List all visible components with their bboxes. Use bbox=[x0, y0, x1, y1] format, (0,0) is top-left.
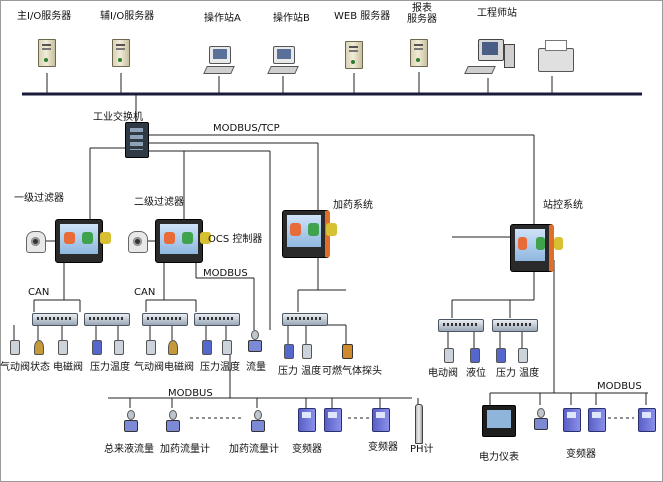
inverter-3-label: 变频器 bbox=[566, 449, 596, 460]
solenoid-valve-2-icon bbox=[168, 340, 178, 355]
main-io-server-label: 主I/O服务器 bbox=[17, 11, 72, 22]
inverter-1-icon bbox=[298, 408, 316, 432]
flowmeter-icon bbox=[248, 330, 262, 352]
primary-filter-sensor-icon bbox=[26, 231, 46, 253]
pressure-temperature-4-label: 压力 温度 bbox=[496, 368, 540, 379]
electric-valve-icon bbox=[444, 348, 454, 363]
operator-a-label: 操作站A bbox=[204, 13, 241, 24]
pneumatic-valve-status-label: 气动阀状态 bbox=[0, 362, 50, 373]
inverter-6-icon bbox=[638, 408, 656, 432]
electric-valve-label: 电动阀 bbox=[428, 368, 458, 379]
pressure-temperature-2-label: 压力温度 bbox=[200, 362, 240, 373]
inverter-5-icon bbox=[588, 408, 606, 432]
engineer-keyboard-icon bbox=[464, 66, 496, 74]
dosing-meter-2-label: 加药流量计 bbox=[229, 444, 279, 455]
report-server-label: 报表 服务器 bbox=[407, 3, 437, 25]
industrial-switch-icon bbox=[125, 122, 149, 158]
secondary-filter-sensor-icon bbox=[128, 231, 148, 253]
web-server-icon bbox=[345, 41, 363, 69]
total-flowmeter-icon bbox=[124, 410, 138, 432]
web-server-label: WEB 服务器 bbox=[334, 11, 391, 22]
substation-system-label: 站控系统 bbox=[543, 200, 583, 211]
io-module-6-icon bbox=[438, 319, 484, 332]
io-module-2-icon bbox=[84, 313, 130, 326]
dosing-meter-1-label: 加药流量计 bbox=[160, 444, 210, 455]
pressure-sensor-3-icon bbox=[202, 340, 212, 355]
dosing-system-label: 加药系统 bbox=[333, 200, 373, 211]
pressure-temperature-label: 压力温度 bbox=[90, 362, 130, 373]
operator-a-keyboard-icon bbox=[203, 66, 235, 74]
industrial-switch-label: 工业交换机 bbox=[93, 112, 143, 123]
report-server-icon bbox=[410, 39, 428, 67]
temperature-sensor-2-icon bbox=[222, 340, 232, 355]
level-sensor-icon bbox=[470, 348, 480, 363]
pressure-temperature-3-label: 压力 温度 bbox=[278, 366, 322, 377]
io-module-3-icon bbox=[142, 313, 188, 326]
pressure-sensor-5-icon bbox=[496, 348, 506, 363]
flowmeter-right-icon bbox=[534, 408, 548, 430]
modbus-bottom-label: MODBUS bbox=[168, 388, 213, 399]
solenoid-valve-icon bbox=[34, 340, 44, 355]
pressure-sensor-2-icon bbox=[92, 340, 102, 355]
dosing-flowmeter-1-icon bbox=[166, 410, 180, 432]
flow-label: 流量 bbox=[246, 362, 266, 373]
combustible-gas-probe-icon bbox=[342, 344, 353, 359]
temperature-sensor-3-icon bbox=[302, 344, 312, 359]
modbus-mid-label: MODBUS bbox=[203, 268, 248, 279]
total-flow-label: 总来液流量 bbox=[104, 444, 154, 455]
inverter-3-icon bbox=[372, 408, 390, 432]
printer-icon bbox=[538, 40, 574, 72]
io-module-4-icon bbox=[194, 313, 240, 326]
operator-b-keyboard-icon bbox=[267, 66, 299, 74]
inverter-2-label: 变频器 bbox=[368, 442, 398, 453]
power-meter-label: 电力仪表 bbox=[479, 452, 519, 463]
temperature-sensor-4-icon bbox=[518, 348, 528, 363]
modbus-right-label: MODBUS bbox=[597, 381, 642, 392]
solenoid-valve-label: 电磁阀 bbox=[53, 362, 83, 373]
ph-probe-icon bbox=[415, 404, 423, 444]
combustible-gas-probe-label: 可燃气体探头 bbox=[322, 366, 382, 377]
can-right-label: CAN bbox=[134, 287, 156, 298]
substation-hmi-icon bbox=[510, 224, 554, 272]
dosing-system-hmi-icon bbox=[282, 210, 330, 258]
pneumatic-valve-solenoid-label: 气动阀电磁阀 bbox=[134, 362, 194, 373]
inverter-4-icon bbox=[563, 408, 581, 432]
io-module-5-icon bbox=[282, 313, 328, 326]
primary-filter-hmi-icon bbox=[55, 219, 103, 263]
modbus-tcp-label: MODBUS/TCP bbox=[213, 123, 280, 134]
secondary-filter-label: 二级过滤器 bbox=[134, 197, 184, 208]
operator-b-label: 操作站B bbox=[273, 13, 310, 24]
ocs-controller-label: OCS 控制器 bbox=[208, 234, 263, 245]
dosing-flowmeter-2-icon bbox=[251, 410, 265, 432]
pneumatic-valve-sensor-icon bbox=[146, 340, 156, 355]
aux-io-server-icon bbox=[112, 39, 130, 67]
temperature-sensor-icon bbox=[114, 340, 124, 355]
operator-a-monitor-icon bbox=[209, 46, 231, 64]
engineer-station-label: 工程师站 bbox=[477, 8, 517, 19]
inverter-1-label: 变频器 bbox=[292, 444, 322, 455]
liquid-level-label: 液位 bbox=[466, 368, 486, 379]
can-left-label: CAN bbox=[28, 287, 50, 298]
ph-meter-label: PH计 bbox=[410, 444, 434, 455]
pressure-sensor-4-icon bbox=[284, 344, 294, 359]
inverter-2-icon bbox=[324, 408, 342, 432]
engineer-monitor-icon bbox=[478, 39, 504, 61]
pressure-sensor-icon bbox=[58, 340, 68, 355]
io-module-7-icon bbox=[492, 319, 538, 332]
primary-filter-label: 一级过滤器 bbox=[14, 193, 64, 204]
aux-io-server-label: 辅I/O服务器 bbox=[100, 11, 155, 22]
secondary-filter-hmi-icon bbox=[155, 219, 203, 263]
io-module-1-icon bbox=[32, 313, 78, 326]
operator-b-monitor-icon bbox=[273, 46, 295, 64]
power-meter-icon bbox=[482, 405, 516, 437]
main-io-server-icon bbox=[38, 39, 56, 67]
engineer-tower-icon bbox=[504, 44, 515, 68]
pneumatic-valve-status-sensor-icon bbox=[10, 340, 20, 355]
